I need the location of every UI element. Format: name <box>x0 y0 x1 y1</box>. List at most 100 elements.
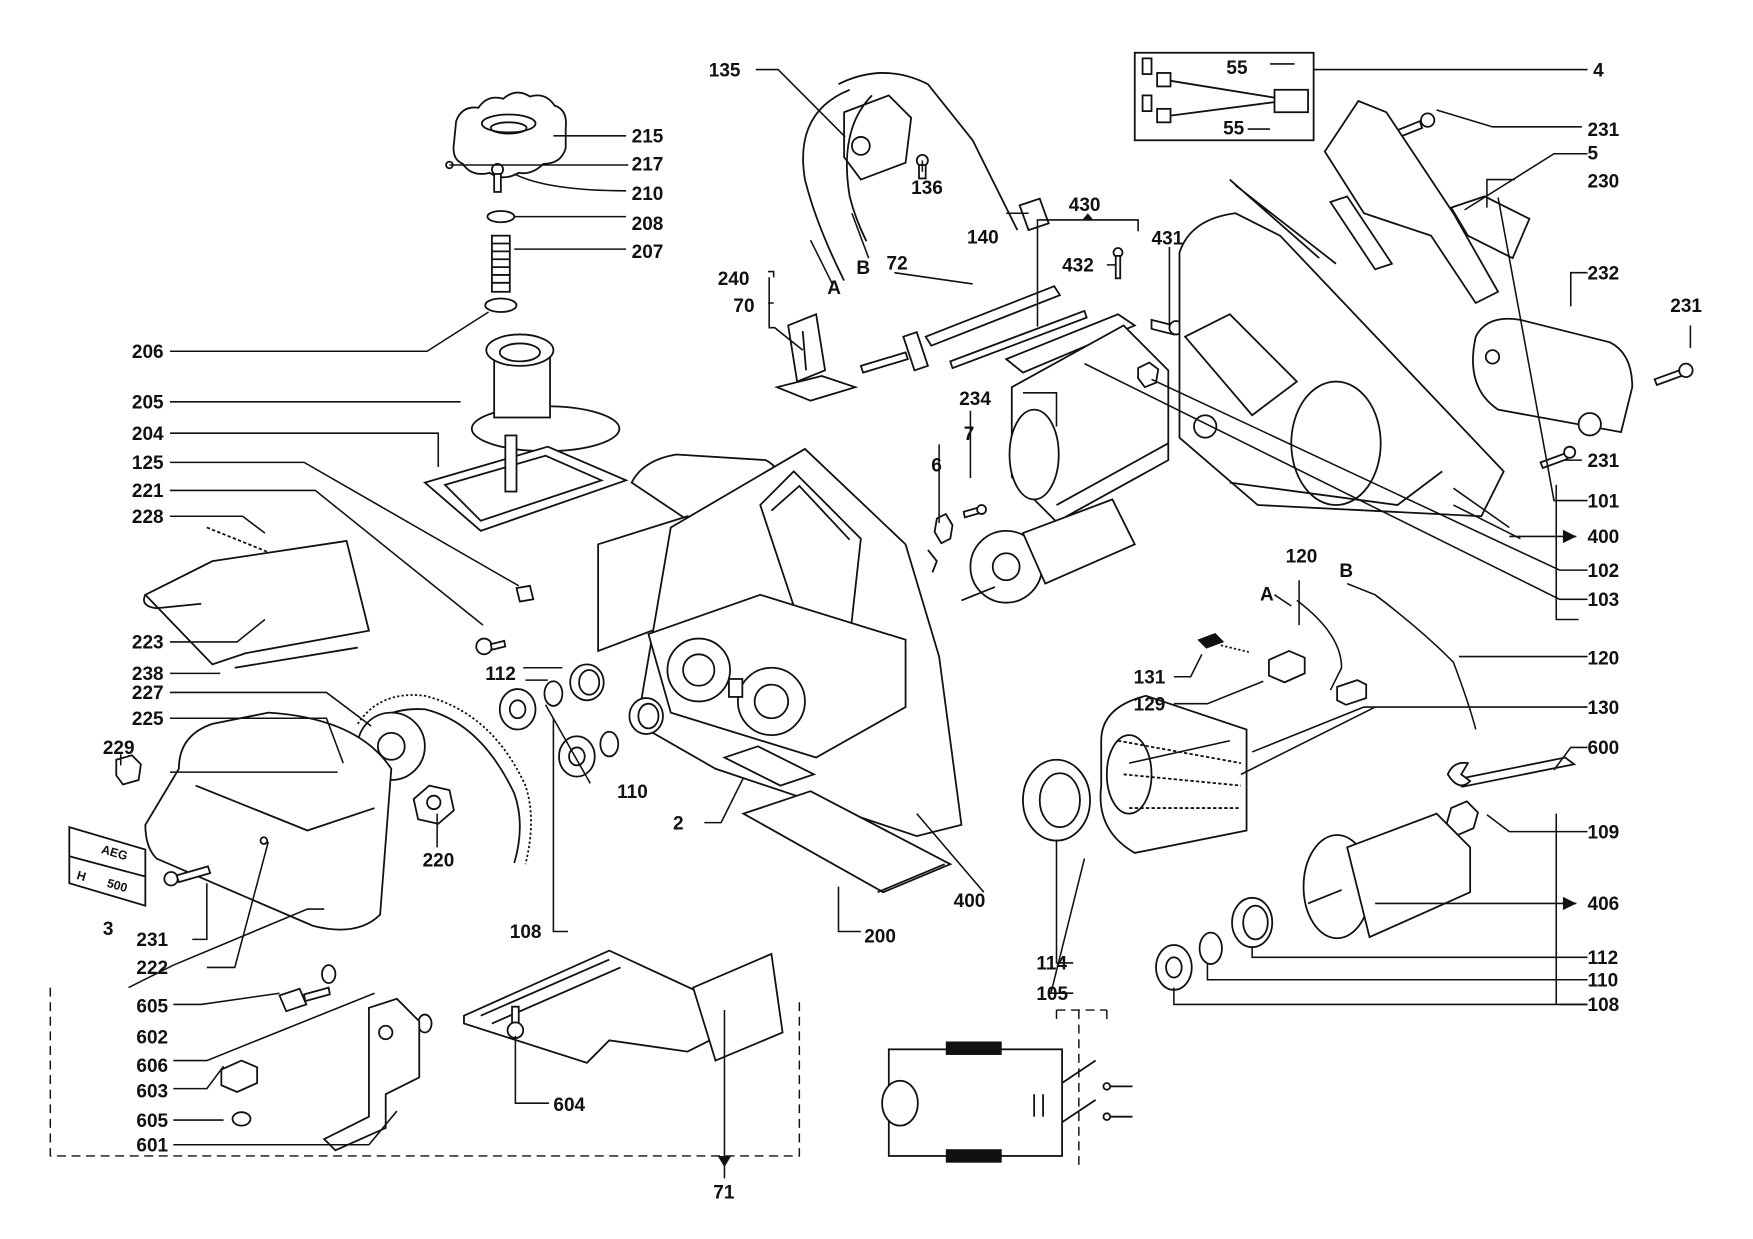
washer-208 <box>486 210 516 224</box>
label-225: 225 <box>132 709 164 730</box>
label-112-right: 112 <box>1588 948 1619 969</box>
label-130: 130 <box>1588 698 1620 719</box>
fence-bracket-601 <box>322 997 421 1152</box>
arrow-400-right <box>1562 529 1577 544</box>
nut-220 <box>412 784 455 825</box>
holder-70 <box>774 312 859 402</box>
guide-430 <box>924 285 1137 374</box>
label-102: 102 <box>1588 561 1620 582</box>
label-71: 71 <box>713 1183 735 1204</box>
label-b-right: B <box>1339 561 1353 582</box>
cover-222 <box>144 711 393 931</box>
ring-110a <box>543 680 564 707</box>
label-605-b: 605 <box>136 1111 168 1132</box>
label-601: 601 <box>136 1135 168 1156</box>
label-215: 215 <box>632 126 664 147</box>
label-112-center: 112 <box>485 664 516 685</box>
label-72: 72 <box>887 253 908 274</box>
handle-cover-left <box>1323 99 1500 305</box>
lever-230 <box>1449 195 1531 260</box>
label-605-a: 605 <box>136 996 168 1017</box>
armature-top <box>961 498 1136 604</box>
label-230: 230 <box>1588 171 1620 192</box>
plug-140 <box>1018 197 1050 232</box>
label-602: 602 <box>136 1028 168 1049</box>
label-b-top: B <box>856 258 870 279</box>
label-136: 136 <box>911 178 943 199</box>
ring-110b <box>599 730 620 758</box>
label-a-right: A <box>1260 584 1274 605</box>
label-131: 131 <box>1134 667 1166 688</box>
label-129: 129 <box>1134 694 1166 715</box>
plug-229 <box>115 754 142 786</box>
label-120-top: 120 <box>1286 546 1318 567</box>
label-135: 135 <box>709 60 741 81</box>
sleeve-112-right <box>1231 896 1274 949</box>
bearing-108b <box>558 735 596 778</box>
label-3: 3 <box>103 919 114 940</box>
base-plate-71 <box>463 949 784 1064</box>
motor-housing-101 <box>1178 212 1505 518</box>
bushing-205 <box>470 333 621 453</box>
label-101: 101 <box>1588 491 1620 512</box>
label-231-mid: 231 <box>1588 451 1620 472</box>
label-114: 114 <box>1036 954 1067 975</box>
ring-114 <box>1022 758 1091 842</box>
label-105: 105 <box>1036 984 1068 1005</box>
cover-223 <box>143 539 371 666</box>
cord-5 <box>1229 178 1394 271</box>
label-222: 222 <box>136 958 168 979</box>
label-108-center: 108 <box>510 922 542 943</box>
ring-110-right <box>1198 931 1223 965</box>
screw-231-right <box>1653 362 1694 387</box>
screw-240 <box>859 331 930 374</box>
arrow-406 <box>1562 896 1577 911</box>
label-4: 4 <box>1593 60 1604 81</box>
leader-lines <box>119 63 1692 1179</box>
brush-holder-129 <box>1268 649 1306 684</box>
bearing-108-right <box>1155 944 1193 991</box>
screw-210 <box>491 162 504 193</box>
field-coil-top <box>945 1041 1002 1055</box>
part-labels: 135 215 217 210 208 207 206 205 204 125 … <box>103 58 1703 1204</box>
arrow-71 <box>717 1155 732 1168</box>
label-2 <box>722 745 817 787</box>
label-217: 217 <box>632 155 664 176</box>
label-207: 207 <box>632 242 664 263</box>
screw-7 <box>962 504 987 519</box>
label-7: 7 <box>964 424 975 445</box>
blade-200 <box>741 790 953 894</box>
wire-set-inset <box>1133 51 1315 142</box>
brush-cap-130 <box>1336 679 1368 706</box>
label-240: 240 <box>718 269 750 290</box>
label-400-right: 400 <box>1588 527 1620 548</box>
armature-406 <box>1302 812 1472 940</box>
screw-221 <box>475 637 507 656</box>
depth-knob <box>452 91 567 179</box>
label-400-center: 400 <box>954 891 986 912</box>
label-206: 206 <box>132 342 164 363</box>
spring-207 <box>491 234 511 293</box>
switch-135 <box>802 72 1019 281</box>
brush-131 <box>1197 632 1249 653</box>
washer-605b <box>231 1111 252 1127</box>
label-110-right: 110 <box>1588 970 1619 991</box>
screw-432 <box>1112 247 1124 280</box>
sleeve-112b <box>628 697 664 735</box>
label-a-top: A <box>827 278 841 299</box>
label-432: 432 <box>1062 256 1094 277</box>
main-housing-400 <box>597 447 963 871</box>
label-223: 223 <box>132 633 164 654</box>
label-229: 229 <box>103 738 135 759</box>
label-603: 603 <box>136 1082 168 1103</box>
label-6: 6 <box>931 455 942 476</box>
label-125: 125 <box>132 453 164 474</box>
label-55-bottom: 55 <box>1223 119 1245 140</box>
washer-605a <box>321 964 337 985</box>
label-232: 232 <box>1588 263 1620 284</box>
screw-431 <box>1150 318 1184 336</box>
label-430: 430 <box>1069 195 1101 216</box>
nameplate-h: H <box>75 868 87 884</box>
field-coil-bottom <box>945 1149 1002 1163</box>
